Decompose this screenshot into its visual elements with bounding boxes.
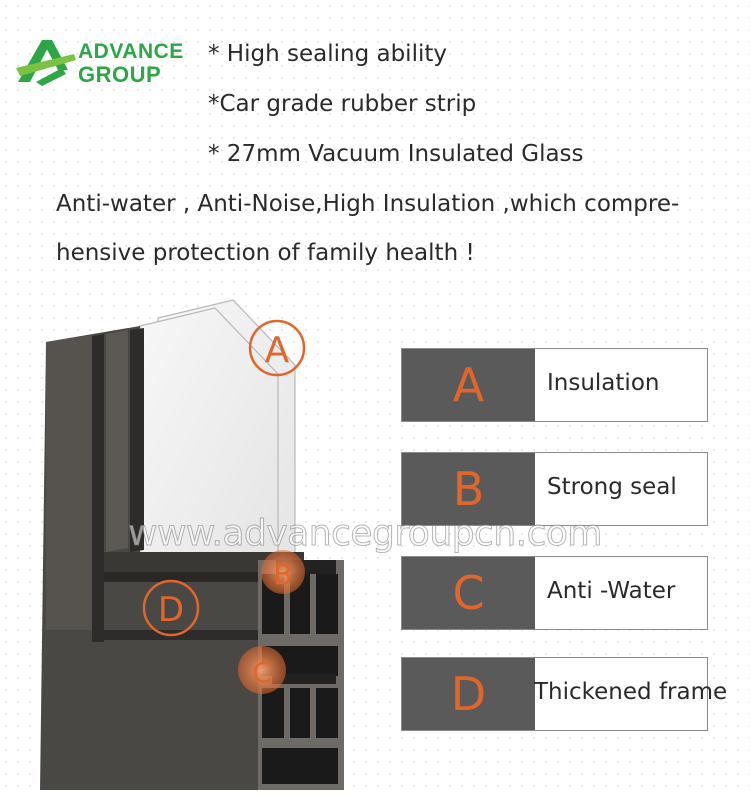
marker-b: B: [273, 558, 292, 591]
description-line-2: hensive protection of family health !: [56, 240, 475, 266]
marker-d: D: [158, 590, 184, 630]
watermark-text: www.advancegroupcn.com: [128, 513, 604, 555]
label-box-anti-water: C Anti -Water: [401, 556, 708, 630]
label-box-thickened-frame: D Thickened frame: [401, 657, 727, 731]
logo-text-group: GROUP: [78, 62, 162, 87]
label-letter-c: C: [402, 557, 535, 629]
feature-sealing: * High sealing ability: [208, 41, 447, 67]
logo-mark-icon: [16, 40, 76, 86]
label-text-insulation: Insulation: [547, 370, 660, 396]
marker-c: C: [252, 656, 272, 689]
label-letter-b: B: [402, 453, 535, 525]
window-profile-illustration: A B C D: [40, 290, 360, 790]
feature-rubber-strip: *Car grade rubber strip: [208, 91, 477, 117]
label-text-strong-seal: Strong seal: [547, 474, 677, 500]
label-box-strong-seal: B Strong seal: [401, 452, 708, 526]
label-text-thickened-frame: Thickened frame: [534, 679, 728, 705]
feature-glass: * 27mm Vacuum Insulated Glass: [208, 141, 584, 167]
logo-text-advance: ADVANCE: [78, 40, 184, 63]
label-letter-d: D: [402, 658, 535, 730]
description-line-1: Anti-water , Anti-Noise,High Insulation …: [56, 191, 680, 217]
marker-a: A: [265, 330, 290, 371]
label-box-insulation: A Insulation: [401, 348, 708, 422]
label-letter-a: A: [402, 349, 535, 421]
advance-group-logo: ADVANCE GROUP: [16, 38, 186, 88]
label-text-anti-water: Anti -Water: [547, 578, 676, 604]
